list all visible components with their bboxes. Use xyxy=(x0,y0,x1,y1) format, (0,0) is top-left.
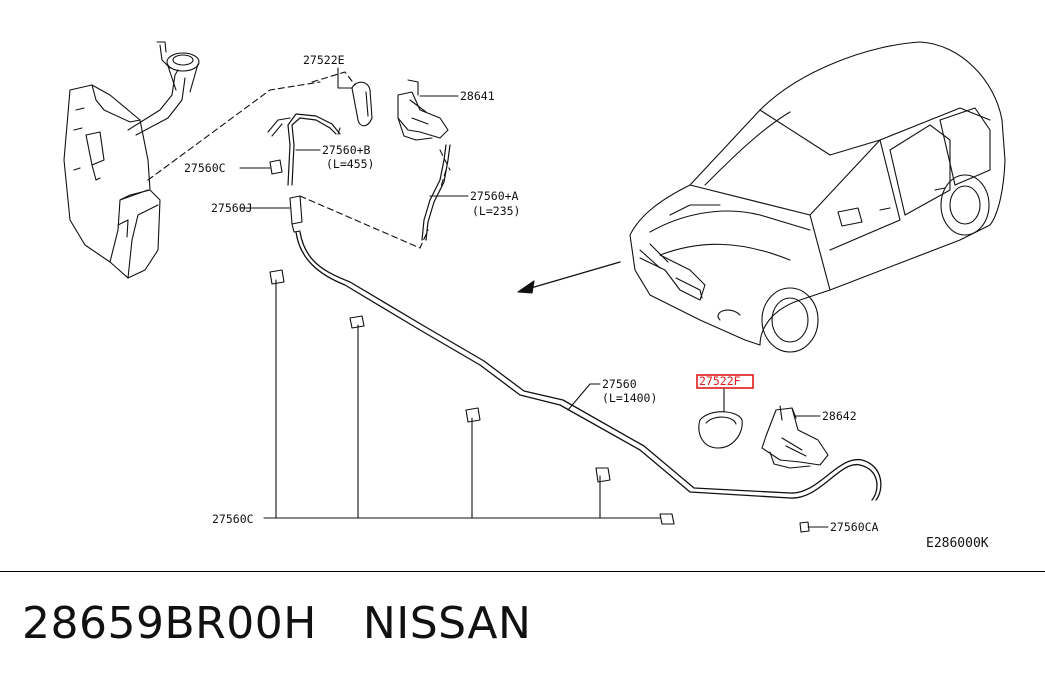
nozzle-28641-drawing xyxy=(397,79,449,141)
label-27560a-length: (L=235) xyxy=(472,204,520,218)
divider xyxy=(0,571,1045,572)
part-number: 28659BR00H xyxy=(22,598,317,649)
vehicle-illustration xyxy=(629,41,1006,353)
label-28642: 28642 xyxy=(822,409,857,423)
parts-diagram: 27522E 28641 27560+B (L=455) 27560C 2756… xyxy=(63,41,1006,551)
nozzle-28642-drawing xyxy=(761,405,829,469)
label-27560c-bottom: 27560C xyxy=(212,512,254,526)
brand-name: NISSAN xyxy=(362,598,532,649)
label-27560a: 27560+A xyxy=(470,189,519,203)
label-27560b-length: (L=455) xyxy=(326,157,374,171)
footer: 28659BR00H NISSAN xyxy=(22,598,531,649)
diagram-code: E286000K xyxy=(926,536,989,551)
label-27560c-top: 27560C xyxy=(184,161,226,175)
label-27522f-highlighted: 27522F xyxy=(699,374,741,388)
label-27560: 27560 xyxy=(602,377,637,391)
label-27522e: 27522E xyxy=(303,53,345,67)
label-28641: 28641 xyxy=(460,89,495,103)
label-27560j: 27560J xyxy=(211,201,253,215)
washer-tank-drawing xyxy=(63,41,200,279)
label-27560b: 27560+B xyxy=(322,143,371,157)
label-27560ca: 27560CA xyxy=(830,520,879,534)
label-27560-length: (L=1400) xyxy=(602,391,657,405)
